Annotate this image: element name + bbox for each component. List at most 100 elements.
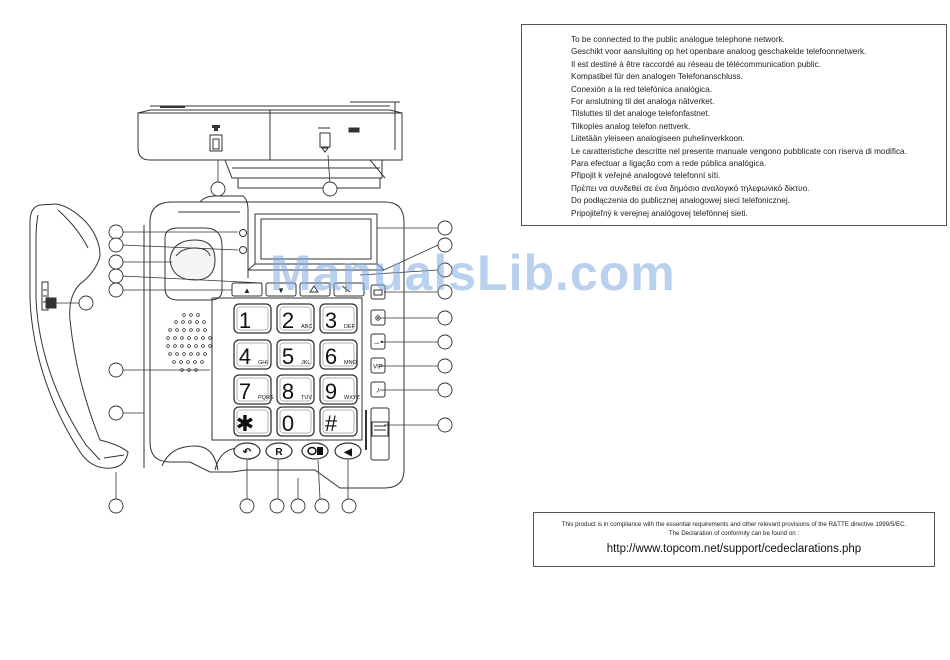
grille-hole bbox=[175, 328, 179, 332]
conformity-url[interactable]: http://www.topcom.net/support/cedeclarat… bbox=[606, 543, 862, 555]
grille-hole bbox=[189, 352, 193, 356]
grille-hole bbox=[179, 360, 183, 364]
notice-line: Do podłączenia do publicznej analogowej … bbox=[571, 196, 790, 206]
side-button-2[interactable]: →• bbox=[370, 333, 386, 350]
callout-marker bbox=[78, 295, 94, 311]
notice-line: Kompatibel für den analogen Telefonansch… bbox=[571, 72, 743, 82]
key-12[interactable]: # bbox=[319, 406, 358, 437]
callout-marker bbox=[108, 498, 124, 514]
grille-hole bbox=[194, 336, 198, 340]
grille-hole bbox=[196, 328, 200, 332]
key-digit: 0 bbox=[282, 411, 294, 436]
bottom-button-1[interactable]: ↶ bbox=[233, 442, 261, 460]
grille-hole bbox=[200, 360, 204, 364]
dc-jack-icon bbox=[318, 127, 330, 153]
grille-hole bbox=[208, 344, 212, 348]
side-button-3[interactable]: VIP bbox=[370, 357, 386, 374]
conformity-box: This product is in compliance with the e… bbox=[533, 512, 935, 567]
grille-hole bbox=[202, 320, 206, 324]
nav-button-2[interactable]: ▼ bbox=[265, 282, 297, 297]
key-digit: 4 bbox=[239, 344, 251, 369]
notice-line: Geschikt voor aansluiting op het openbar… bbox=[571, 47, 867, 57]
volume-slider-icon[interactable] bbox=[365, 407, 390, 461]
phone-line-icon bbox=[212, 125, 220, 131]
grille-hole bbox=[173, 344, 177, 348]
grille-hole bbox=[173, 336, 177, 340]
phone-rear-view bbox=[137, 101, 403, 189]
callout-marker bbox=[290, 498, 306, 514]
callout-marker bbox=[108, 282, 124, 298]
bottom-button-3[interactable] bbox=[301, 442, 329, 460]
grille-hole bbox=[181, 320, 185, 324]
grille-hole bbox=[180, 336, 184, 340]
callout-marker bbox=[108, 405, 124, 421]
phone-body bbox=[143, 195, 405, 489]
nav-button-4[interactable] bbox=[333, 282, 365, 297]
memory-icon[interactable] bbox=[370, 284, 386, 300]
callout-marker bbox=[322, 181, 338, 197]
side-button-label: VIP bbox=[373, 365, 383, 371]
grille-hole bbox=[182, 313, 186, 317]
nav-button-1[interactable]: ▲ bbox=[231, 282, 263, 297]
grille-hole bbox=[201, 336, 205, 340]
key-10[interactable]: ✱ bbox=[233, 406, 272, 437]
callout-marker bbox=[437, 262, 453, 278]
notice-line: Liitetään yleiseen analogiseen puhelinve… bbox=[571, 134, 745, 144]
callout-marker bbox=[108, 362, 124, 378]
nav-button-3[interactable] bbox=[299, 282, 331, 297]
grille-hole bbox=[182, 328, 186, 332]
key-digit: 9 bbox=[325, 379, 337, 404]
network-notice-box: To be connected to the public analogue t… bbox=[521, 24, 947, 226]
notice-line: Tilkoples analog telefon nettverk. bbox=[571, 121, 691, 131]
grille-hole bbox=[187, 336, 191, 340]
key-11[interactable]: 0 bbox=[276, 406, 315, 437]
grille-hole bbox=[188, 320, 192, 324]
key-letters: JKL bbox=[301, 360, 310, 366]
callout-lines bbox=[56, 154, 439, 500]
grille-hole bbox=[175, 352, 179, 356]
key-digit: 8 bbox=[282, 379, 294, 404]
callout-marker bbox=[108, 224, 124, 240]
key-digit: 6 bbox=[325, 344, 337, 369]
grille-hole bbox=[194, 344, 198, 348]
grille-hole bbox=[189, 328, 193, 332]
grille-hole bbox=[187, 344, 191, 348]
callout-marker bbox=[314, 498, 330, 514]
notice-line: Para efectuar a ligação com a rede públi… bbox=[571, 159, 767, 168]
grille-hole bbox=[208, 336, 212, 340]
notice-line: Připojit k veřejné analogové telefonní s… bbox=[571, 171, 721, 181]
grille-hole bbox=[189, 313, 193, 317]
side-button-1[interactable]: ⊕ bbox=[370, 309, 386, 326]
key-1[interactable]: 1 bbox=[233, 303, 272, 334]
bottom-button-label: R bbox=[275, 447, 283, 458]
bottom-button-4[interactable]: ◀ bbox=[334, 442, 362, 460]
notice-line: Conexión a la red telefónica analógica. bbox=[571, 84, 713, 94]
nav-button-label: ▲ bbox=[243, 286, 251, 295]
speaker-grille bbox=[166, 313, 212, 372]
key-digit: 5 bbox=[282, 344, 294, 369]
notice-line: To be connected to the public analogue t… bbox=[571, 35, 785, 44]
key-digit: # bbox=[325, 411, 338, 436]
notice-line: Le caratteristiche descritte nel present… bbox=[571, 146, 907, 156]
key-digit: 7 bbox=[239, 379, 251, 404]
side-button-4[interactable]: ♪ bbox=[370, 381, 386, 398]
handset bbox=[29, 203, 129, 469]
cradle bbox=[164, 227, 223, 301]
notice-line: For anslutning til det analoga nätverket… bbox=[571, 97, 715, 106]
grille-hole bbox=[196, 352, 200, 356]
bottom-button-row: ↶ R ◀ bbox=[233, 442, 362, 460]
key-letters: WXYZ bbox=[344, 395, 361, 401]
side-button-label: →• bbox=[373, 338, 384, 347]
bottom-button-2[interactable]: R bbox=[265, 442, 293, 460]
key-digit: 3 bbox=[325, 308, 337, 333]
grille-hole bbox=[203, 352, 207, 356]
